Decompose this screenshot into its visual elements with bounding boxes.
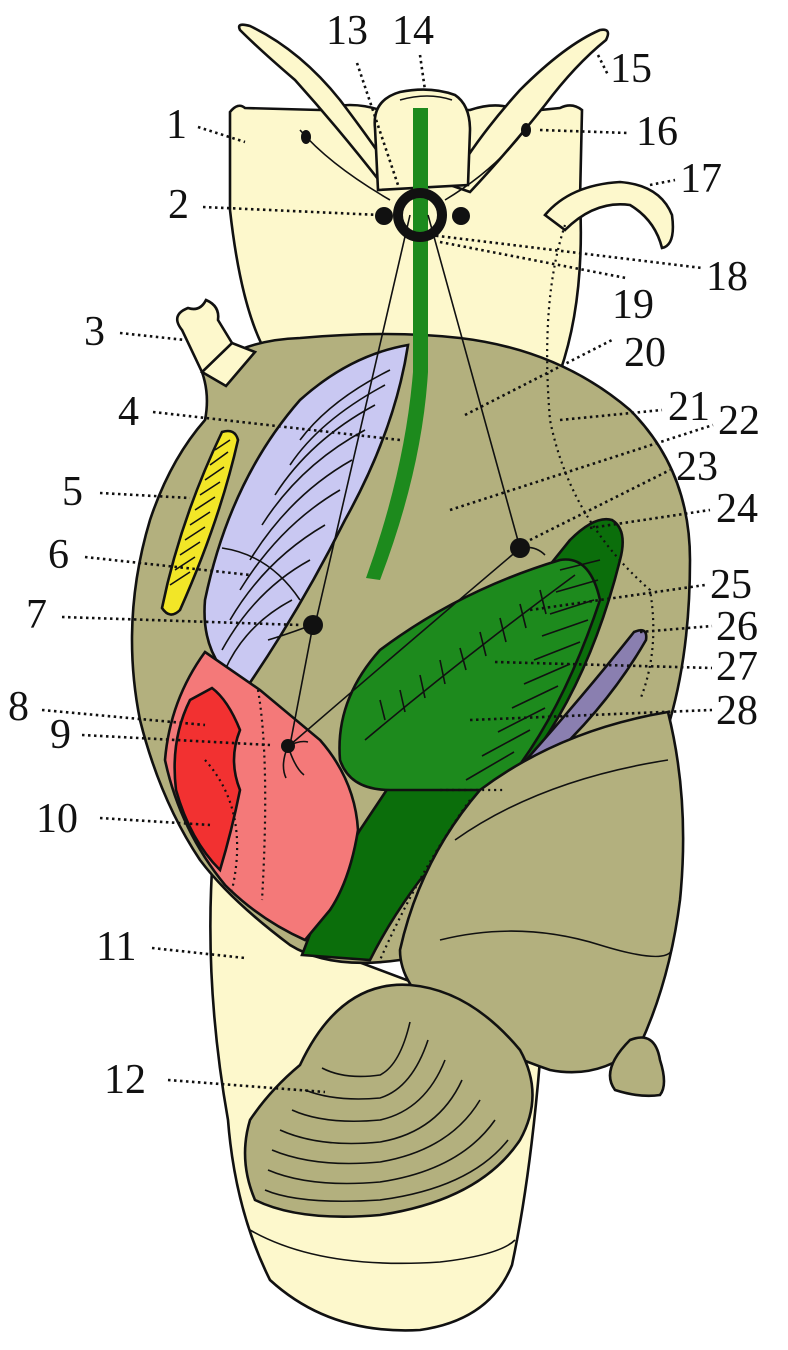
label-10: 10 (36, 796, 78, 842)
label-9: 9 (50, 712, 71, 758)
label-5: 5 (62, 469, 83, 515)
label-2: 2 (168, 182, 189, 228)
label-15: 15 (610, 46, 652, 92)
label-17: 17 (680, 156, 722, 202)
label-7: 7 (26, 592, 47, 638)
label-22: 22 (718, 398, 760, 444)
label-8: 8 (8, 684, 29, 730)
left-eye (301, 130, 311, 144)
label-28: 28 (716, 688, 758, 734)
right-cerebral-ganglion (452, 207, 470, 225)
label-16: 16 (636, 109, 678, 155)
label-24: 24 (716, 486, 758, 532)
label-14: 14 (392, 8, 434, 54)
subesophageal-ganglion (303, 615, 323, 635)
label-21: 21 (668, 384, 710, 430)
label-27: 27 (716, 644, 758, 690)
label-11: 11 (96, 924, 136, 970)
label-25: 25 (710, 562, 752, 608)
supraesophageal-ganglion (510, 538, 530, 558)
label-3: 3 (84, 309, 105, 355)
right-eye (521, 123, 531, 137)
label-23: 23 (676, 444, 718, 490)
visceral-ganglion (281, 739, 295, 753)
label-19: 19 (612, 282, 654, 328)
label-4: 4 (118, 389, 139, 435)
label-20: 20 (624, 330, 666, 376)
label-1: 1 (166, 102, 187, 148)
label-18: 18 (706, 254, 748, 300)
label-13: 13 (326, 8, 368, 54)
label-12: 12 (104, 1057, 146, 1103)
label-6: 6 (48, 532, 69, 578)
